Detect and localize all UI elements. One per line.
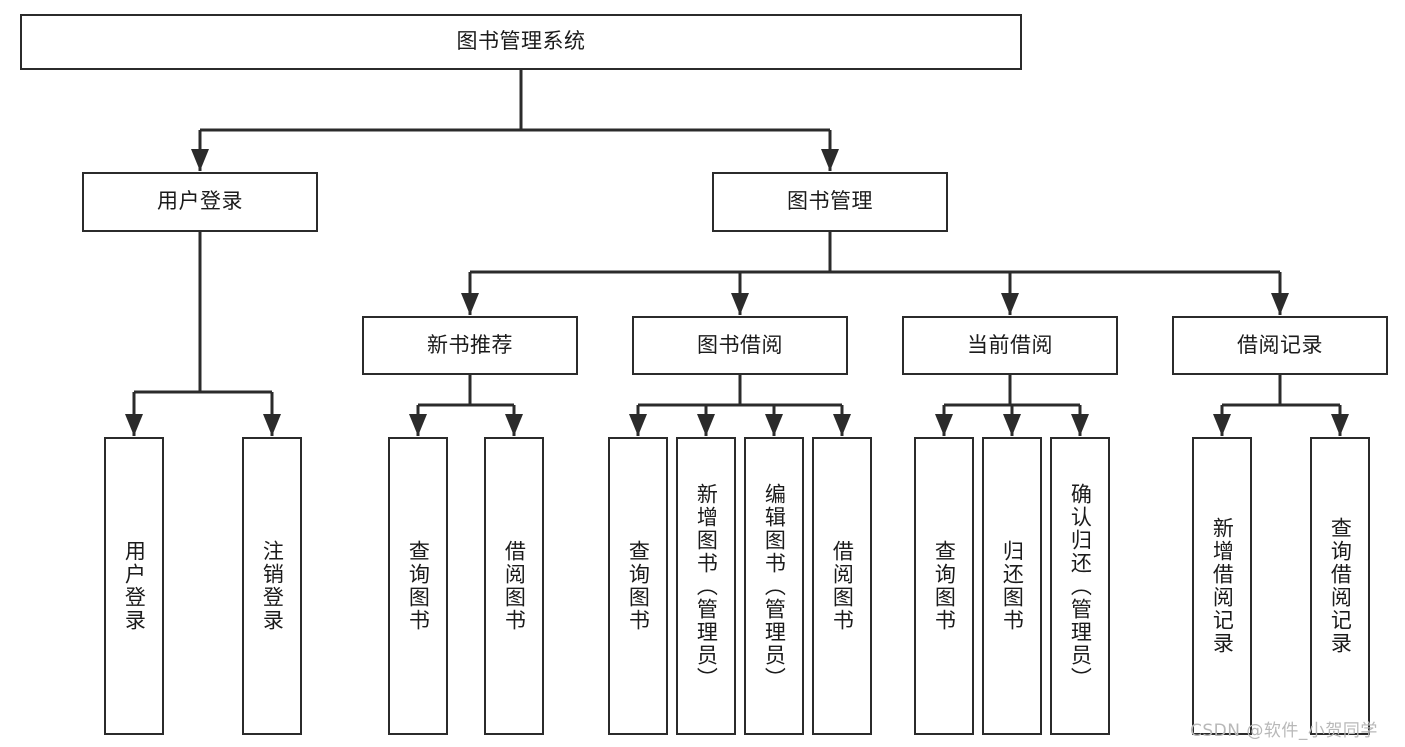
node-level1-book-manage-label: 图书管理: [787, 189, 873, 214]
node-level2-borrow-record[interactable]: 借阅记录: [1172, 316, 1388, 375]
node-leaf-leaf-return-book-label: 归还图书: [1000, 540, 1025, 632]
node-root-root-label: 图书管理系统: [456, 29, 586, 54]
node-leaf-leaf-add-book-label: 新增图书（管理员）: [694, 482, 719, 690]
node-leaf-leaf-borrow-book-2[interactable]: 借阅图书: [812, 437, 872, 735]
node-leaf-leaf-query-book-3-label: 查询图书: [932, 540, 957, 632]
node-leaf-leaf-borrow-book-1-label: 借阅图书: [502, 540, 527, 632]
node-level2-book-borrow-label: 图书借阅: [697, 332, 783, 357]
node-leaf-leaf-query-book-3[interactable]: 查询图书: [914, 437, 974, 735]
node-leaf-leaf-edit-book-label: 编辑图书（管理员）: [762, 482, 787, 690]
node-level1-book-manage[interactable]: 图书管理: [712, 172, 948, 232]
node-leaf-leaf-add-record[interactable]: 新增借阅记录: [1192, 437, 1252, 735]
node-level2-borrow-record-label: 借阅记录: [1237, 332, 1323, 357]
node-leaf-leaf-user-login-label: 用户登录: [122, 540, 147, 632]
node-leaf-leaf-query-book-1-label: 查询图书: [406, 540, 431, 632]
node-leaf-leaf-edit-book[interactable]: 编辑图书（管理员）: [744, 437, 804, 735]
node-leaf-leaf-query-record[interactable]: 查询借阅记录: [1310, 437, 1370, 735]
node-level2-current-borrow[interactable]: 当前借阅: [902, 316, 1118, 375]
csdn-watermark: CSDN @软件_小贺同学: [1190, 721, 1378, 741]
node-leaf-leaf-borrow-book-2-label: 借阅图书: [830, 540, 855, 632]
node-leaf-leaf-query-book-2[interactable]: 查询图书: [608, 437, 668, 735]
node-leaf-leaf-query-record-label: 查询借阅记录: [1328, 517, 1353, 655]
node-leaf-leaf-user-login[interactable]: 用户登录: [104, 437, 164, 735]
node-leaf-leaf-borrow-book-1[interactable]: 借阅图书: [484, 437, 544, 735]
node-leaf-leaf-add-record-label: 新增借阅记录: [1210, 517, 1235, 655]
node-level2-current-borrow-label: 当前借阅: [967, 332, 1053, 357]
node-level2-new-book-rec[interactable]: 新书推荐: [362, 316, 578, 375]
node-level2-book-borrow[interactable]: 图书借阅: [632, 316, 848, 375]
node-leaf-leaf-return-book[interactable]: 归还图书: [982, 437, 1042, 735]
node-root-root[interactable]: 图书管理系统: [20, 14, 1022, 70]
node-leaf-leaf-confirm-return[interactable]: 确认归还（管理员）: [1050, 437, 1110, 735]
node-leaf-leaf-query-book-2-label: 查询图书: [626, 540, 651, 632]
node-level2-new-book-rec-label: 新书推荐: [427, 332, 513, 357]
node-leaf-leaf-confirm-return-label: 确认归还（管理员）: [1068, 482, 1093, 690]
node-leaf-leaf-add-book[interactable]: 新增图书（管理员）: [676, 437, 736, 735]
node-level1-user-login-label: 用户登录: [157, 189, 243, 214]
node-level1-user-login[interactable]: 用户登录: [82, 172, 318, 232]
node-leaf-leaf-logout-label: 注销登录: [260, 540, 285, 632]
node-leaf-leaf-logout[interactable]: 注销登录: [242, 437, 302, 735]
node-leaf-leaf-query-book-1[interactable]: 查询图书: [388, 437, 448, 735]
